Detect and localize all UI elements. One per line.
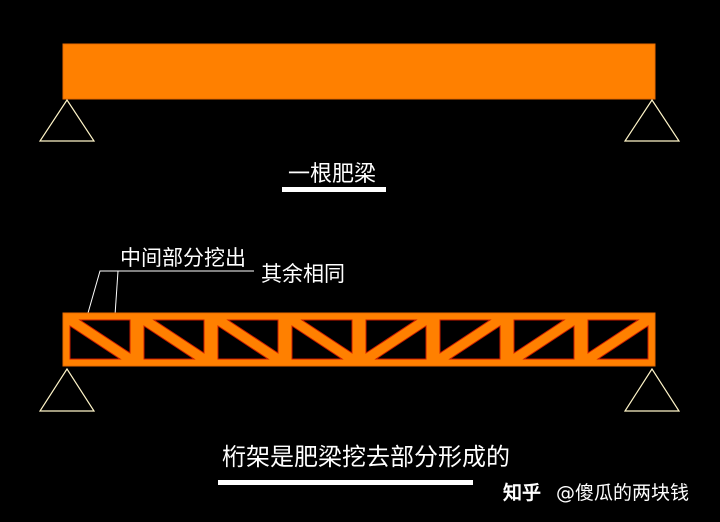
truss-opening — [152, 319, 205, 354]
truss-opening — [522, 325, 575, 360]
left-support-top-icon — [38, 98, 96, 142]
truss-holes — [69, 319, 649, 360]
watermark-brand: 知乎 — [503, 481, 541, 504]
truss-opening — [439, 319, 492, 354]
right-support-bottom-icon — [623, 367, 681, 412]
truss-opening — [513, 319, 566, 354]
truss-opening — [300, 319, 353, 354]
truss-opening — [69, 325, 122, 360]
truss-opening — [143, 325, 196, 360]
bottom-label-underline — [218, 480, 473, 485]
truss-opening — [374, 325, 427, 360]
truss-opening — [78, 319, 131, 354]
truss-opening — [365, 319, 418, 354]
watermark-handle: @傻瓜的两块钱 — [556, 482, 689, 504]
annotation-middle: 中间部分挖出 — [120, 246, 246, 270]
truss-opening — [217, 325, 270, 360]
truss-opening — [587, 319, 640, 354]
truss-opening — [596, 325, 649, 360]
solid-beam — [62, 43, 656, 100]
bottom-label: 桁架是肥梁挖去部分形成的 — [222, 443, 510, 471]
annotation-leader — [85, 270, 254, 321]
right-support-top-icon — [623, 98, 681, 142]
truss-opening — [291, 325, 344, 360]
top-label-underline — [282, 187, 386, 192]
left-support-bottom-icon — [38, 367, 96, 412]
truss-opening — [226, 319, 279, 354]
annotation-rest: 其余相同 — [261, 262, 345, 286]
truss-beam — [62, 312, 656, 367]
top-label: 一根肥梁 — [288, 162, 376, 187]
truss-opening — [448, 325, 501, 360]
